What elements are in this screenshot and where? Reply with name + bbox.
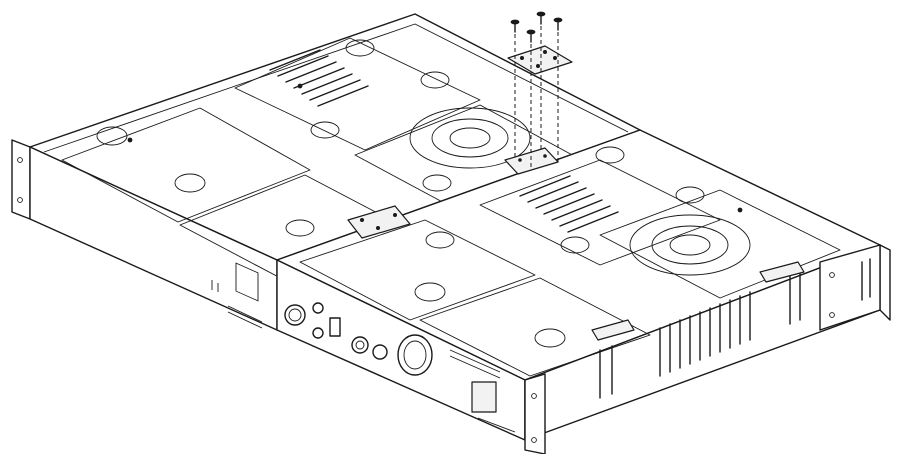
assembly-guide-lines	[514, 26, 559, 168]
screw-1	[510, 19, 520, 33]
left-unit	[11, 13, 641, 331]
left-front-panel	[211, 262, 263, 329]
right-bosses	[414, 146, 751, 348]
left-vents	[269, 49, 369, 107]
center-join-bracket	[347, 205, 411, 239]
front-rack-ear	[524, 373, 546, 454]
screw-2	[536, 11, 546, 25]
right-rack-ear	[819, 244, 891, 331]
left-rack-ear	[11, 139, 31, 220]
right-side-vents	[599, 271, 801, 399]
screw-4	[526, 29, 536, 43]
side-brackets	[591, 261, 805, 341]
right-top-panels	[299, 159, 841, 377]
screw-3	[553, 17, 563, 31]
left-bosses	[96, 39, 531, 237]
right-front-controls	[284, 302, 516, 433]
right-unit	[276, 129, 891, 454]
right-vents	[519, 175, 619, 233]
exploded-joint-plate	[507, 45, 573, 75]
